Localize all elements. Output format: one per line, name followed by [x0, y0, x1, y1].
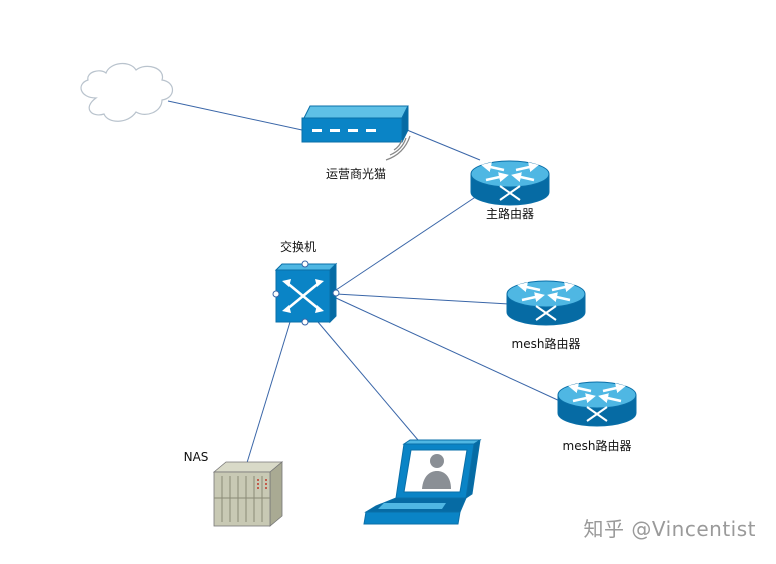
- main-router-icon: [470, 160, 550, 206]
- link-modem-main-router: [406, 129, 481, 161]
- laptop-icon: [363, 438, 482, 525]
- links: [167, 100, 563, 467]
- switch-label: 交换机: [280, 239, 316, 254]
- cloud-icon: [80, 63, 174, 122]
- link-main-router-switch: [335, 189, 487, 291]
- link-switch-mesh-router-2: [335, 297, 563, 403]
- nas-icon: [212, 461, 284, 527]
- switch-icon: [272, 260, 340, 326]
- mesh-router-2-icon: [557, 381, 637, 427]
- main-router-label: 主路由器: [486, 206, 534, 221]
- mesh-router-1-label: mesh路由器: [512, 336, 581, 351]
- watermark: 知乎 @Vincentist: [583, 517, 756, 541]
- optical-modem-icon: [301, 105, 411, 161]
- link-cloud-modem: [167, 100, 303, 131]
- link-switch-nas: [245, 321, 291, 467]
- optical-modem-label: 运营商光猫: [326, 166, 386, 181]
- link-switch-mesh-router-1: [335, 293, 511, 305]
- mesh-router-2-label: mesh路由器: [563, 438, 632, 453]
- link-switch-laptop: [317, 321, 419, 441]
- nas-label: NAS: [184, 450, 209, 464]
- mesh-router-1-icon: [506, 280, 586, 326]
